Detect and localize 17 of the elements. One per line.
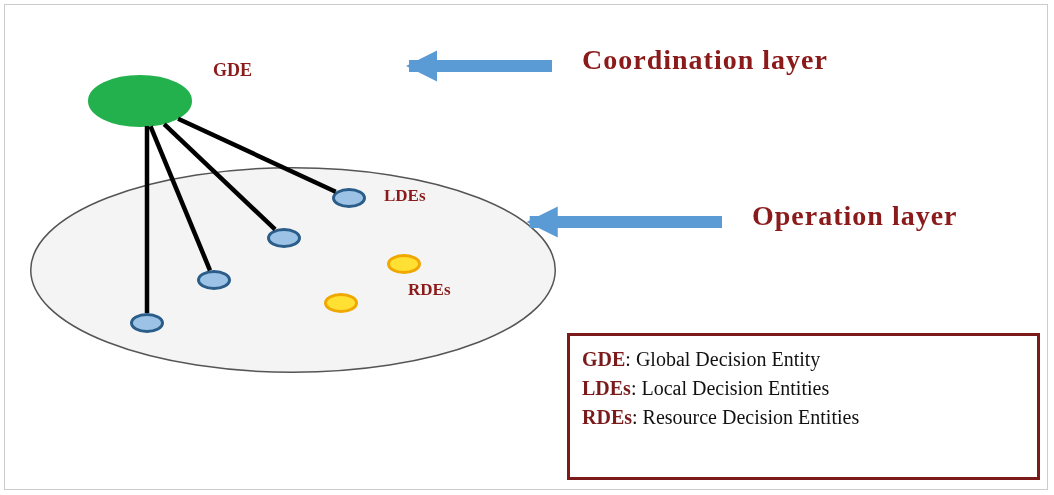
arrow bbox=[526, 206, 722, 238]
connector-line bbox=[162, 122, 277, 232]
group-label: LDEs bbox=[384, 186, 426, 206]
connector-line bbox=[177, 116, 337, 194]
layer-label: Operation layer bbox=[752, 200, 1032, 240]
connector-line bbox=[148, 125, 213, 272]
layer-label: Coordination layer bbox=[582, 44, 912, 84]
arrow bbox=[405, 50, 552, 82]
legend-text: RDEs: Resource Decision Entities bbox=[582, 405, 861, 430]
group-label: RDEs bbox=[408, 280, 451, 300]
legend-text: GDE: Global Decision Entity bbox=[582, 347, 822, 373]
connector-line bbox=[144, 126, 150, 313]
layer-ellipse bbox=[30, 167, 556, 373]
node-label: GDE bbox=[213, 60, 252, 81]
legend-box bbox=[567, 333, 1040, 480]
entity-ellipse bbox=[88, 75, 192, 127]
legend-text: LDEs: Local Decision Entities bbox=[582, 376, 831, 401]
